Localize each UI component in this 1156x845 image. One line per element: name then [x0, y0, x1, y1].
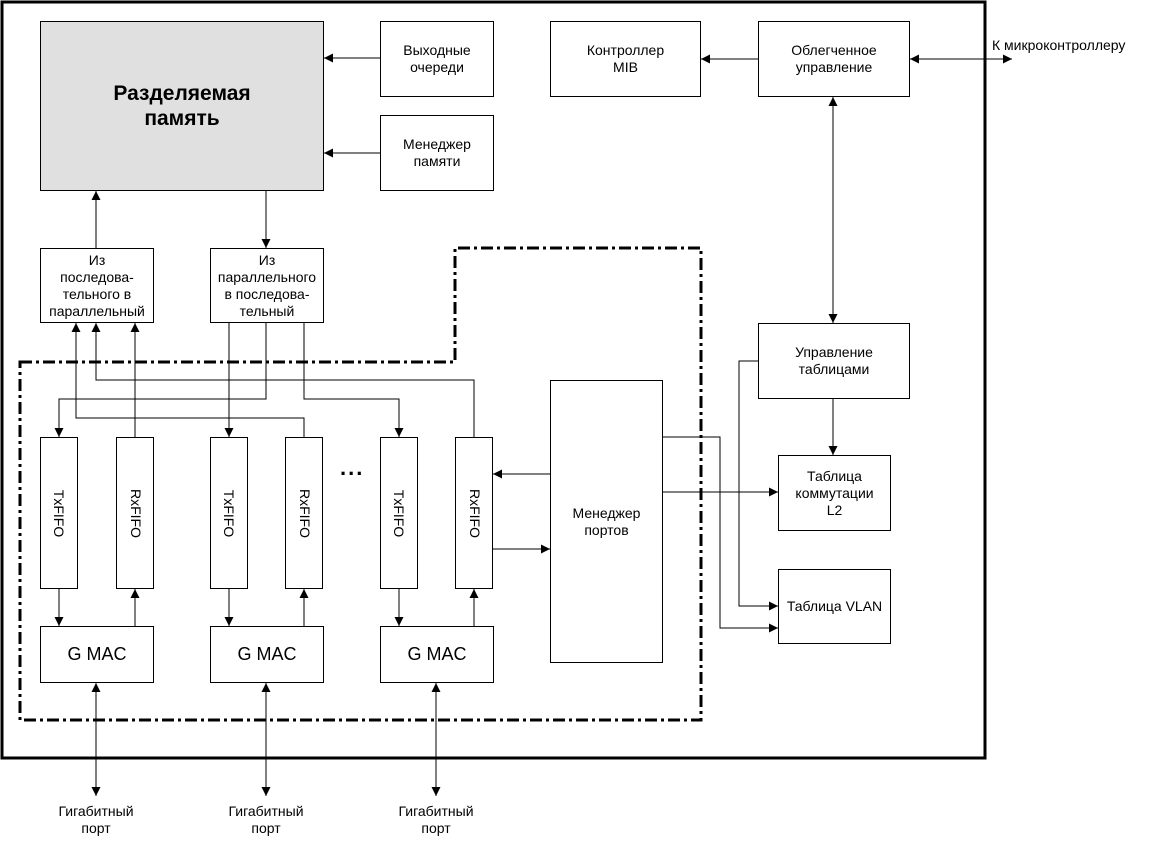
txfifo-label: TxFIFO — [51, 489, 68, 537]
memory-manager-block: Менеджер памяти — [380, 115, 494, 191]
output-queues-block: Выходные очереди — [380, 21, 494, 97]
light-management-block: Облегченное управление — [758, 21, 910, 97]
wire-p2s-to-txfifo1 — [54, 323, 267, 437]
gmac-label: G MAC — [237, 644, 297, 664]
gmac-label: G MAC — [407, 644, 467, 664]
more-ports-ellipsis: ... — [340, 455, 365, 480]
wire-p2s-to-txfifo3 — [303, 323, 404, 437]
rxfifo-label: RxFIFO — [296, 488, 313, 538]
txfifo-label: TxFIFO — [221, 489, 238, 537]
port-manager-block: Менеджер портов — [550, 380, 663, 663]
rxfifo-block: RxFIFO — [285, 437, 323, 589]
gmac-block: G MAC — [210, 626, 324, 683]
mib-controller-label: Контроллер MIB — [586, 42, 665, 75]
rxfifo-block: RxFIFO — [116, 437, 154, 589]
gmac-block: G MAC — [380, 626, 494, 683]
table-management-block: Управление таблицами — [758, 323, 910, 399]
chip-boundary — [0, 0, 987, 760]
memory-manager-label: Менеджер памяти — [403, 136, 471, 169]
mib-controller-block: Контроллер MIB — [550, 21, 701, 97]
table-management-label: Управление таблицами — [795, 344, 873, 377]
serial-to-parallel-block: Из последова- тельного в параллельный — [40, 248, 154, 323]
shared-memory-block: Разделяемая память — [40, 21, 324, 191]
arrow-port-manager-to-vlan — [663, 436, 778, 633]
wire-rxfifo3-to-s2p — [91, 323, 475, 437]
vlan-table-label: Таблица VLAN — [786, 598, 883, 614]
l2-switch-table-label: Таблица коммутации L2 — [795, 467, 874, 518]
rxfifo-label: RxFIFO — [466, 488, 483, 538]
rxfifo-label: RxFIFO — [127, 488, 144, 538]
mac-region-boundary — [18, 246, 703, 722]
shared-memory-label: Разделяемая память — [113, 82, 251, 130]
gigabit-port-label: Гигабитный порт — [398, 803, 474, 836]
l2-switch-table-block: Таблица коммутации L2 — [778, 455, 891, 531]
gmac-label: G MAC — [67, 644, 127, 664]
arrow-table-mgmt-to-vlan — [738, 360, 778, 611]
txfifo-label: TxFIFO — [391, 489, 408, 537]
gigabit-port-label: Гигабитный порт — [58, 803, 134, 836]
txfifo-block: TxFIFO — [380, 437, 418, 589]
txfifo-block: TxFIFO — [40, 437, 78, 589]
port-manager-label: Менеджер портов — [572, 504, 641, 538]
txfifo-block: TxFIFO — [210, 437, 248, 589]
rxfifo-block: RxFIFO — [455, 437, 493, 589]
parallel-to-serial-block: Из параллельного в последова- тельный — [210, 248, 324, 323]
gigabit-port-label: Гигабитный порт — [228, 803, 304, 836]
microcontroller-label: К микроконтроллеру — [992, 37, 1126, 53]
light-management-label: Облегченное управление — [791, 42, 877, 75]
gmac-block: G MAC — [40, 626, 154, 683]
parallel-to-serial-label: Из параллельного в последова- тельный — [217, 251, 317, 319]
wire-rxfifo2-to-s2p — [71, 323, 305, 437]
serial-to-parallel-label: Из последова- тельного в параллельный — [49, 251, 145, 319]
output-queues-label: Выходные очереди — [403, 42, 471, 75]
vlan-table-block: Таблица VLAN — [778, 569, 891, 644]
